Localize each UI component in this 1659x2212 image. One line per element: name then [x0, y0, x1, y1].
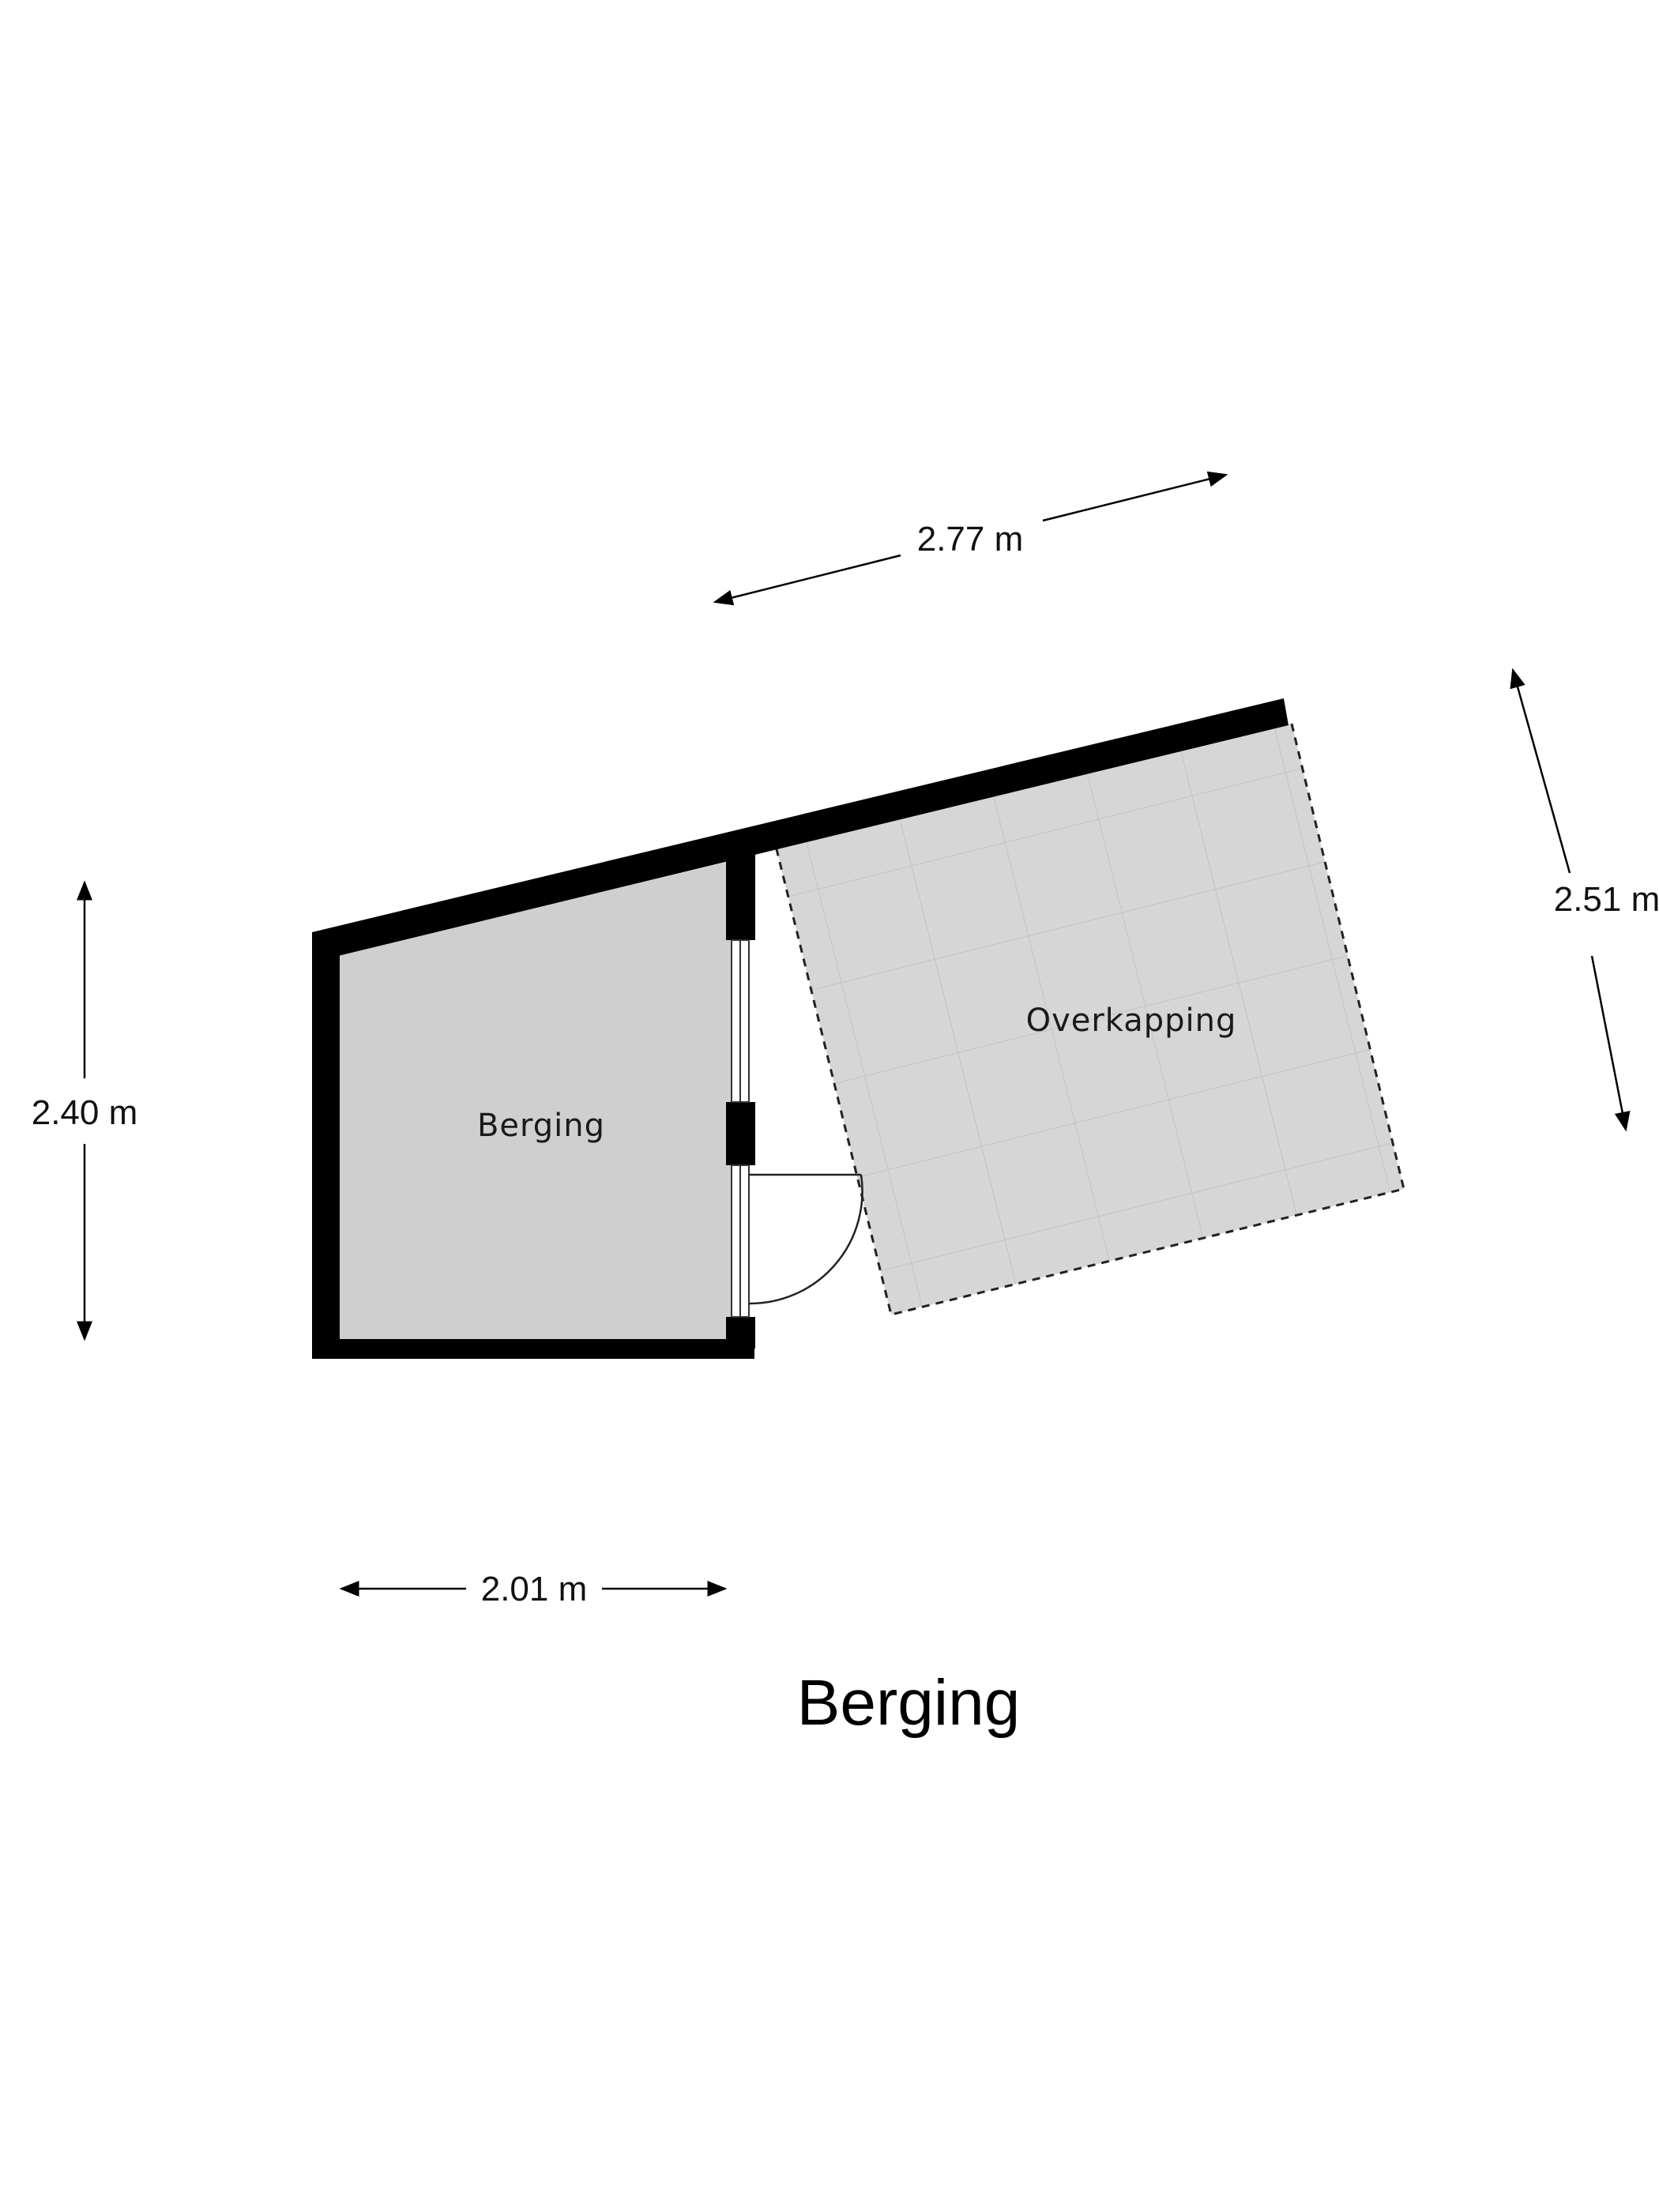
- dimension-label-top-width: 2.77 m: [917, 520, 1024, 559]
- berging-room-floor: [340, 861, 731, 1339]
- partition-wall-top: [726, 852, 755, 940]
- bottom-wall: [312, 1339, 754, 1359]
- dimension-right-depth: 2.51 m: [1510, 668, 1659, 1132]
- door-swing: [748, 1173, 863, 1305]
- walls: [312, 698, 1288, 1359]
- top-wall: [312, 698, 1288, 956]
- left-wall: [312, 936, 340, 1359]
- dimension-top-width: 2.77 m: [713, 471, 1228, 606]
- plan-title: Berging: [797, 1667, 1021, 1739]
- dimension-bottom-width: 2.01 m: [339, 1570, 728, 1608]
- dimension-left-height: 2.40 m: [32, 880, 138, 1341]
- dimension-label-right-depth: 2.51 m: [1554, 880, 1659, 919]
- dimension-label-left-height: 2.40 m: [32, 1093, 138, 1132]
- window-upper: [731, 939, 750, 1103]
- window-lower: [731, 1164, 750, 1318]
- dimension-label-bottom-width: 2.01 m: [481, 1570, 588, 1608]
- partition-wall-bottom: [726, 1317, 755, 1349]
- room-label-overkapping: Overkapping: [1026, 1003, 1237, 1039]
- room-label-berging: Berging: [477, 1108, 605, 1144]
- partition-wall-middle: [726, 1102, 755, 1165]
